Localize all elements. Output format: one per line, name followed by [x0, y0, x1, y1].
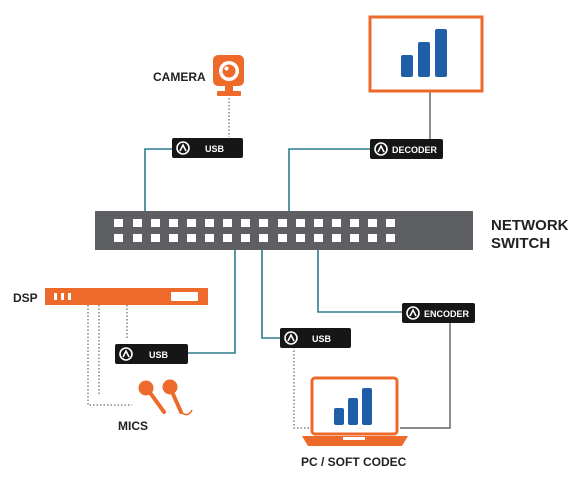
webcam-icon: [213, 55, 244, 96]
camera-device: CAMERA: [153, 55, 244, 96]
mics-device: MICS: [118, 379, 193, 433]
mics-label: MICS: [118, 419, 148, 433]
encoder-tag: ENCODER: [402, 303, 475, 323]
network-switch: NETWORK SWITCH: [95, 211, 569, 252]
camera-label: CAMERA: [153, 70, 206, 84]
display-device: [368, 15, 484, 93]
logo-icon: [176, 141, 190, 155]
analog-links: [87, 98, 310, 429]
network-switch-label-line1: NETWORK: [491, 217, 569, 234]
camera-usb-tag: USB: [172, 138, 243, 158]
pc-usb-tag: USB: [280, 328, 351, 348]
pc-label: PC / SOFT CODEC: [301, 455, 407, 469]
link-decoder-to-switch: [288, 148, 370, 211]
logo-icon: [406, 306, 420, 320]
dsp-device: DSP: [13, 288, 208, 305]
logo-icon: [119, 347, 133, 361]
logo-icon: [374, 142, 388, 156]
decoder-label: DECODER: [392, 145, 438, 155]
encoder-label: ENCODER: [424, 309, 470, 319]
dsp-label: DSP: [13, 291, 38, 305]
link-pc-usb-to-laptop: [293, 347, 310, 429]
logo-icon: [284, 331, 298, 345]
dsp-usb-label: USB: [149, 350, 169, 360]
network-links: [144, 148, 402, 354]
camera-usb-label: USB: [205, 144, 225, 154]
network-switch-label-line2: SWITCH: [491, 235, 550, 252]
encoder-links: [400, 92, 451, 429]
pc-device: PC / SOFT CODEC: [301, 376, 408, 469]
laptop-icon: [302, 376, 408, 446]
dsp-usb-tag: USB: [115, 344, 188, 364]
switch-ports: [114, 219, 395, 242]
monitor-icon: [368, 15, 484, 93]
link-switch-to-encoder: [317, 250, 402, 313]
decoder-tag: DECODER: [370, 139, 443, 159]
link-camera-usb-to-switch: [144, 148, 172, 211]
link-switch-to-dsp-usb: [188, 250, 236, 354]
link-encoder-to-laptop: [400, 322, 451, 429]
link-switch-to-pc-usb: [261, 250, 280, 339]
microphone-icon: [138, 379, 193, 416]
pc-usb-label: USB: [312, 334, 332, 344]
